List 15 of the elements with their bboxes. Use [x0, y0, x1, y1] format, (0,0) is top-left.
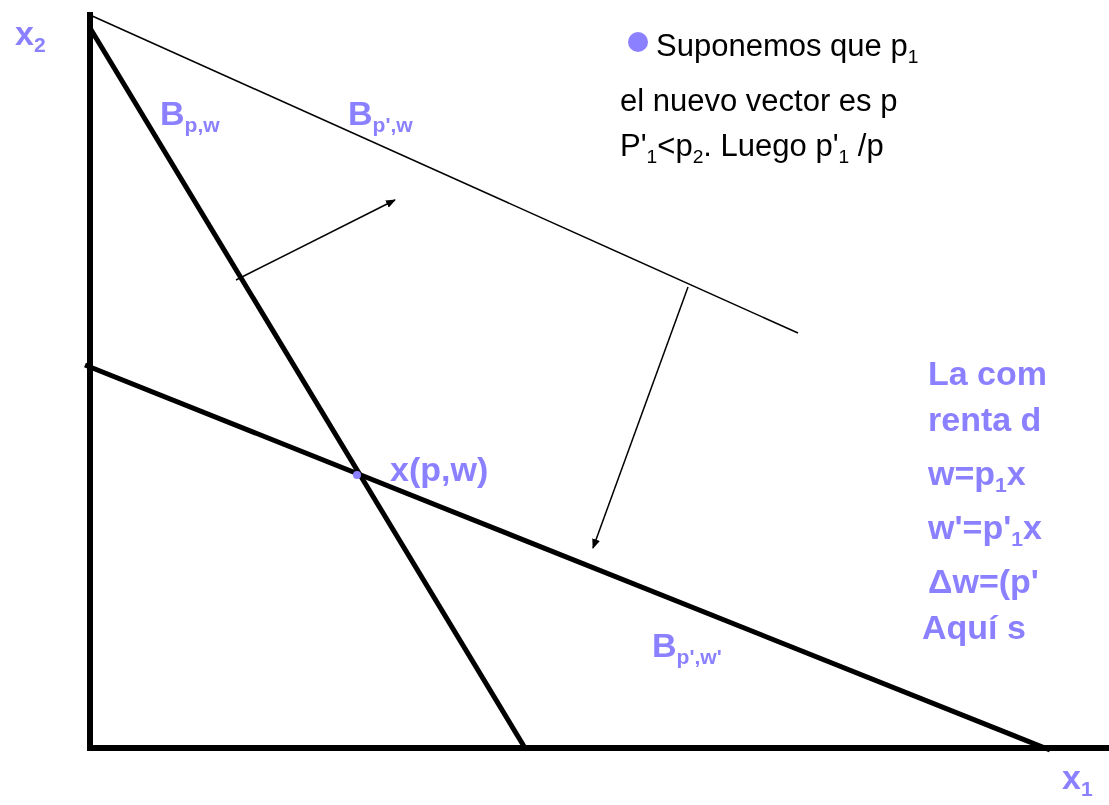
paragraph-text: P'$_{1}$<p$_{2}$. Luego p'$_{1}$ /p	[620, 130, 884, 166]
annotation-text: Δw=(p'	[928, 564, 1039, 598]
paragraph-text: el nuevo vector es p	[620, 85, 898, 116]
point-label: x(p,w)	[390, 452, 489, 486]
annotation-text: w'=p'$_{1}$x	[928, 510, 1042, 550]
annotation-text: Aquí s	[922, 610, 1026, 644]
axis-label: x$_{1}$	[1062, 760, 1093, 800]
annotation-text: w=p$_{1}$x	[928, 456, 1026, 496]
line-label: B$_{p',w'}$	[652, 628, 722, 668]
axis-label: x$_{2}$	[15, 16, 46, 56]
line-label: B$_{p,w}$	[160, 96, 220, 136]
annotation-text: La com	[928, 356, 1048, 390]
paragraph-text: Suponemos que p$_{1}$	[656, 30, 919, 66]
annotation-text: renta d	[928, 402, 1042, 436]
line-label: B$_{p',w}$	[348, 96, 413, 136]
